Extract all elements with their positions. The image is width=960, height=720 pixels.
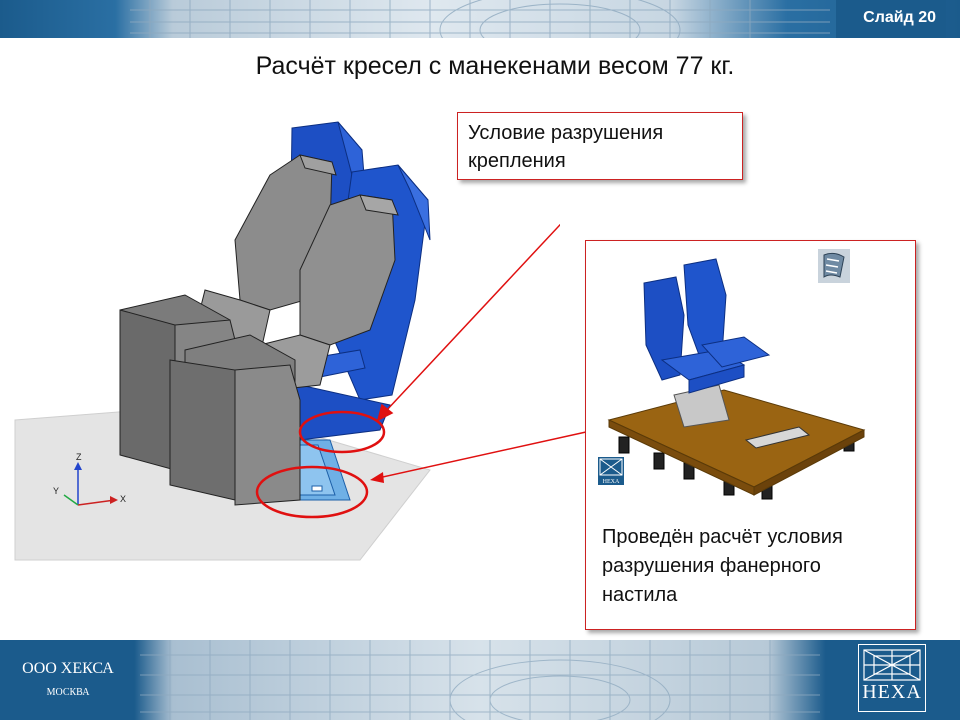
panel-line-3: настила — [602, 584, 678, 606]
callout-line-2: крепления — [468, 150, 566, 172]
mannequins — [119, 154, 399, 506]
axis-y-label: Y — [53, 486, 59, 496]
hexa-mini-text: HEXA — [603, 479, 620, 485]
failure-condition-callout: Условие разрушения крепления — [457, 112, 743, 180]
company-name: ООО ХЕКСА — [22, 660, 114, 677]
callout-line-1: Условие разрушения — [468, 122, 664, 144]
panel-line-1: Проведён расчёт условия — [602, 526, 843, 548]
hexa-logo-text: HEXA — [862, 681, 922, 703]
highlight-ellipse-lower — [255, 465, 369, 519]
plywood-deck-model — [594, 255, 871, 507]
slide-number-box — [836, 0, 946, 38]
company-city: МОСКВА — [46, 687, 90, 698]
top-banner — [0, 0, 960, 38]
hexa-logo — [858, 644, 926, 712]
slide-number: Слайд 20 — [863, 9, 936, 26]
page-title: Расчёт кресел с манекенами весом 77 кг. — [255, 52, 735, 80]
panel-description: Проведён расчёт условия разрушения фанер… — [602, 523, 907, 610]
film-icon[interactable] — [818, 249, 850, 283]
bottom-banner — [0, 640, 960, 720]
seat-model-scene: Z X Y — [14, 121, 560, 561]
callout-arrows — [376, 223, 560, 422]
plywood-deck-panel: HEXA Проведён расчёт условия разрушения … — [585, 240, 916, 630]
panel-line-2: разрушения фанерного — [602, 555, 821, 577]
mesh-pattern — [130, 0, 830, 38]
axis-x-label: X — [120, 494, 126, 504]
hexa-mini-logo: HEXA — [598, 457, 624, 485]
axis-z-label: Z — [76, 452, 82, 462]
footer-mesh-pattern — [140, 640, 820, 720]
axes-triad: Z X Y — [53, 452, 126, 506]
